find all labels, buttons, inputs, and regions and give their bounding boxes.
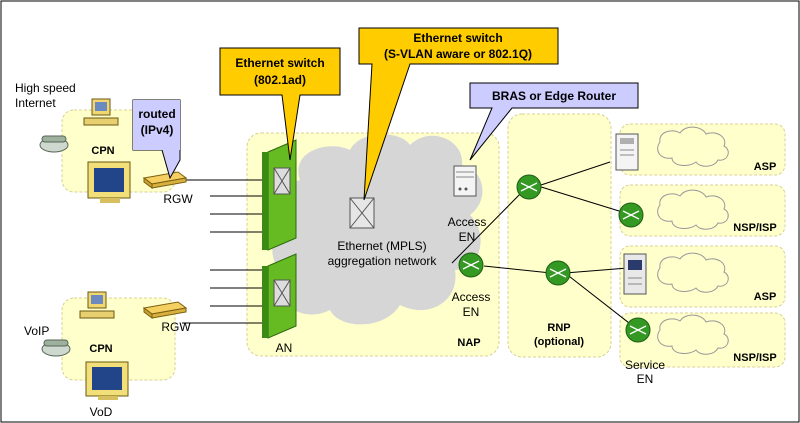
label-access-en1-line2: EN — [459, 230, 476, 244]
label-rnp-line2: (optional) — [534, 336, 584, 348]
label-service-en-line1: Service — [625, 358, 665, 372]
label-cloud-line1: Ethernet (MPLS) — [337, 239, 426, 253]
callout-routed-line2: (IPv4) — [141, 123, 174, 137]
bras-server-icon — [453, 165, 477, 197]
callout-svlan-line1: Ethernet switch — [413, 31, 502, 45]
tv-bottom-icon — [85, 361, 129, 400]
label-asp2: ASP — [754, 291, 777, 303]
callout-bras-text: BRAS or Edge Router — [492, 89, 616, 103]
label-access-en1-line1: Access — [448, 215, 487, 229]
phone-top-icon — [39, 135, 69, 153]
label-vod: VoD — [90, 405, 113, 419]
label-rnp-line1: RNP — [547, 322, 570, 334]
label-high-speed-line2: Internet — [15, 96, 56, 110]
label-service-en-line2: EN — [637, 372, 654, 386]
tv-top-icon — [87, 161, 131, 203]
pc-bottom-icon — [79, 291, 115, 319]
label-cpn-bottom: CPN — [89, 343, 112, 355]
label-rgw-bottom: RGW — [161, 320, 191, 334]
rgw-bottom-icon — [142, 301, 188, 319]
aggregation-cloud — [272, 134, 483, 325]
label-voip: VoIP — [24, 324, 49, 338]
label-an: AN — [276, 341, 293, 355]
phone-bottom-icon — [41, 339, 71, 357]
label-access-en2-line2: EN — [463, 305, 480, 319]
cloud-nsp2 — [657, 314, 729, 355]
cloud-asp2 — [657, 252, 729, 293]
ethernet-switch-icon — [349, 197, 375, 229]
label-nap: NAP — [457, 337, 480, 349]
rgw-top-icon — [142, 171, 188, 189]
label-rgw-top: RGW — [163, 192, 193, 206]
an-top-icon — [262, 139, 297, 251]
asp2-server-icon — [623, 253, 647, 295]
callout-svlan-line2: (S-VLAN aware or 802.1Q) — [384, 47, 532, 61]
callout-svlan — [358, 27, 559, 201]
label-cloud-line2: aggregation network — [328, 254, 438, 268]
label-high-speed-line1: High speed — [15, 81, 76, 95]
label-nsp2: NSP/ISP — [733, 352, 776, 364]
callout-8021ad-line1: Ethernet switch — [235, 56, 324, 70]
router-arrows — [462, 182, 647, 335]
label-asp1: ASP — [754, 161, 777, 173]
label-cpn-top: CPN — [91, 145, 114, 157]
rnp-region — [507, 113, 612, 358]
cloud-nsp1 — [657, 189, 729, 230]
label-nsp1: NSP/ISP — [733, 222, 776, 234]
callout-8021ad-line2: (802.1ad) — [254, 73, 306, 87]
callout-bras — [469, 82, 639, 161]
callout-routed-line1: routed — [138, 107, 175, 121]
cloud-asp1 — [657, 126, 729, 167]
service-clouds — [657, 126, 729, 355]
an-bottom-icon — [262, 253, 297, 339]
callout-8021ad — [219, 47, 341, 161]
asp1-server-icon — [615, 133, 639, 171]
links — [182, 161, 639, 331]
callout-routed — [132, 99, 181, 180]
label-access-en2-line1: Access — [452, 290, 491, 304]
pc-top-icon — [83, 98, 119, 126]
